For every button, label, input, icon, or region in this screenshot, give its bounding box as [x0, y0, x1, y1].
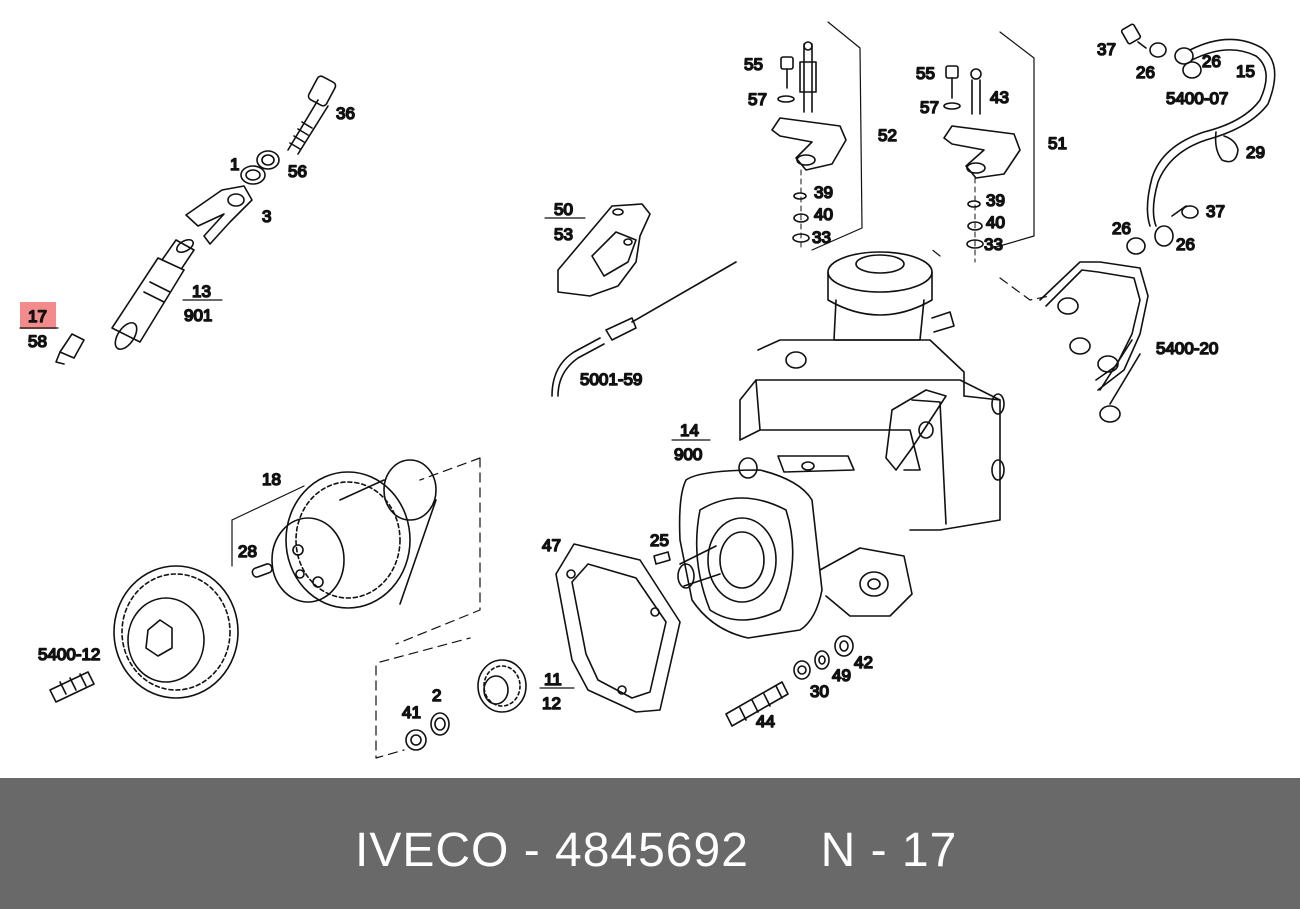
- label-52: 52: [878, 126, 897, 145]
- label-30: 30: [810, 682, 829, 701]
- label-39a: 39: [814, 183, 833, 202]
- label-26b: 26: [1202, 52, 1221, 71]
- nozzle-58-drawing: [55, 333, 85, 365]
- injection-pump-drawing: [677, 251, 1005, 639]
- washer-1-drawing: [240, 165, 266, 185]
- label-901: 901: [184, 306, 212, 325]
- label-49: 49: [832, 666, 851, 685]
- label-26d: 26: [1176, 235, 1195, 254]
- label-17-highlighted: 17: [28, 307, 47, 326]
- label-55b: 55: [916, 64, 935, 83]
- label-5400-20: 5400-20: [1156, 339, 1218, 358]
- label-36: 36: [336, 104, 355, 123]
- stud-44-drawing: [725, 681, 789, 727]
- part-number-caption: IVECO - 4845692 N - 17: [355, 824, 958, 877]
- label-57b: 57: [920, 98, 939, 117]
- bracket-50-drawing: [557, 203, 651, 297]
- small-gear-11-drawing: [477, 659, 527, 713]
- label-58: 58: [28, 332, 47, 351]
- label-50: 50: [554, 200, 573, 219]
- label-39b: 39: [986, 191, 1005, 210]
- lever-51-group-drawing: [943, 31, 1035, 263]
- highlight-17: [20, 302, 56, 329]
- label-1: 1: [230, 155, 239, 174]
- key-25-drawing: [653, 551, 671, 565]
- label-55a: 55: [744, 55, 763, 74]
- washer-49-drawing: [814, 650, 830, 670]
- label-13: 13: [192, 282, 211, 301]
- label-47: 47: [542, 536, 561, 555]
- label-12: 12: [542, 694, 561, 713]
- washer-2-drawing: [430, 712, 450, 736]
- label-43: 43: [990, 88, 1009, 107]
- injector-13-drawing: [111, 238, 195, 351]
- label-37a: 37: [1097, 40, 1116, 59]
- fuel-pipes-5400-20-drawing: [1039, 261, 1149, 423]
- label-15: 15: [1236, 62, 1255, 81]
- bolt-36-drawing: [287, 75, 337, 155]
- label-33a: 33: [812, 228, 831, 247]
- label-26a: 26: [1136, 63, 1155, 82]
- drive-gear-18-drawing: [271, 459, 437, 609]
- fuel-pipe-15-drawing: [1120, 23, 1276, 255]
- label-5400-12: 5400-12: [38, 645, 100, 664]
- washer-56-drawing: [256, 150, 280, 170]
- label-40a: 40: [814, 205, 833, 224]
- label-900: 900: [674, 445, 702, 464]
- label-3: 3: [262, 207, 271, 226]
- nut-42-drawing: [834, 635, 854, 657]
- label-41: 41: [402, 703, 421, 722]
- label-5001-59: 5001-59: [580, 370, 642, 389]
- stud-drawing: [49, 671, 95, 703]
- label-26c: 26: [1112, 219, 1131, 238]
- parts-diagram: 36 1 56 3 13 901 17 58 50 53 5001-59 55 …: [19, 21, 1276, 759]
- lever-52-group-drawing: [771, 21, 863, 251]
- label-40b: 40: [986, 213, 1005, 232]
- label-53: 53: [554, 225, 573, 244]
- label-28: 28: [238, 542, 257, 561]
- label-33b: 33: [984, 235, 1003, 254]
- label-56: 56: [288, 162, 307, 181]
- gasket-47-drawing: [555, 543, 681, 713]
- footer-bar: [0, 778, 1300, 909]
- nut-41-drawing: [405, 729, 427, 751]
- label-18: 18: [262, 470, 281, 489]
- label-5400-07: 5400-07: [1166, 89, 1228, 108]
- label-57a: 57: [748, 90, 767, 109]
- clamp-3-drawing: [185, 185, 253, 245]
- label-25: 25: [650, 531, 669, 550]
- label-37b: 37: [1206, 202, 1225, 221]
- large-gear-drawing: [113, 565, 239, 699]
- label-44: 44: [756, 712, 775, 731]
- label-51: 51: [1048, 134, 1067, 153]
- label-42: 42: [854, 653, 873, 672]
- label-14: 14: [680, 421, 699, 440]
- pin-28-drawing: [251, 563, 273, 578]
- label-29: 29: [1246, 143, 1265, 162]
- label-11: 11: [544, 670, 562, 689]
- sensor-cable-drawing: [551, 261, 737, 397]
- label-2: 2: [432, 686, 441, 705]
- exploded-view-svg: 36 1 56 3 13 901 17 58 50 53 5001-59 55 …: [19, 21, 1276, 759]
- washer-30-drawing: [793, 660, 811, 680]
